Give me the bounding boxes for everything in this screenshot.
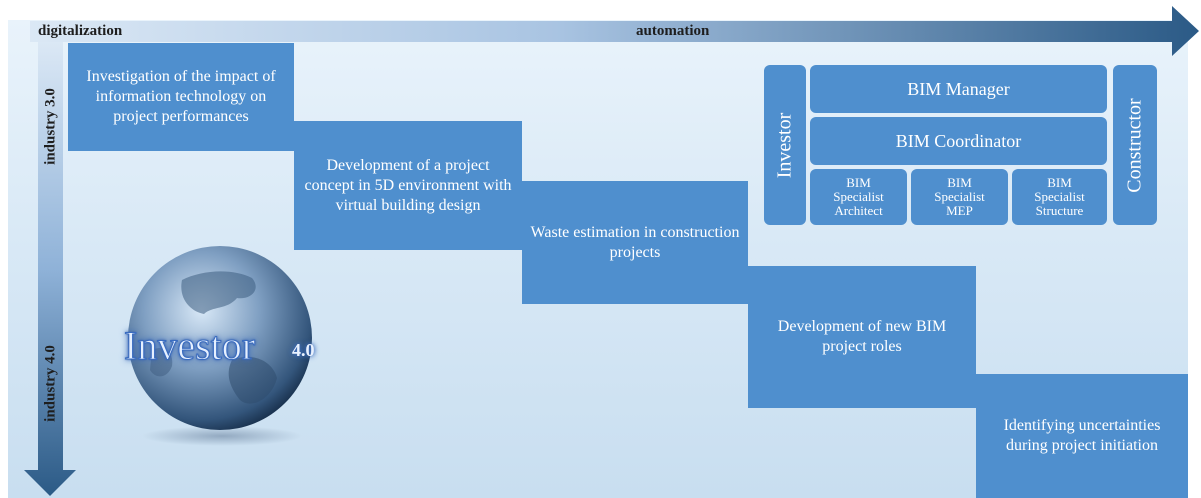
specialist-architect-line3: Architect xyxy=(834,203,883,218)
investor-box: Investor xyxy=(764,65,806,225)
investor-label: Investor xyxy=(773,112,796,178)
specialist-structure-line2: Specialist xyxy=(1034,189,1085,204)
specialist-structure-line1: BIM xyxy=(1047,175,1072,190)
bim-manager-label: BIM Manager xyxy=(907,78,1010,99)
vertical-arrow xyxy=(24,42,76,496)
step-bim-roles: Development of new BIM project roles xyxy=(748,266,976,408)
step-5d-concept: Development of a project concept in 5D e… xyxy=(294,121,522,250)
step-5d-concept-label: Development of a project concept in 5D e… xyxy=(304,156,512,214)
step-waste-estimation-label: Waste estimation in construction project… xyxy=(530,223,740,261)
bim-manager-box: BIM Manager xyxy=(810,65,1107,113)
specialist-mep-line2: Specialist xyxy=(934,189,985,204)
globe-continent-c xyxy=(150,347,173,377)
step-uncertainties-label: Identifying uncertainties during project… xyxy=(1003,417,1161,454)
specialist-architect-line1: BIM xyxy=(846,175,871,190)
bim-specialist-architect-box: BIM Specialist Architect xyxy=(810,169,907,225)
bim-specialist-mep-box: BIM Specialist MEP xyxy=(911,169,1008,225)
specialist-structure-line3: Structure xyxy=(1035,203,1084,218)
axis-label-industry-4: industry 4.0 xyxy=(42,345,59,422)
specialist-architect-line2: Specialist xyxy=(833,189,884,204)
bim-specialist-structure-box: BIM Specialist Structure xyxy=(1012,169,1107,225)
axis-label-industry-3: industry 3.0 xyxy=(42,88,59,165)
logo-version: 4.0 xyxy=(292,340,315,360)
bim-coordinator-label: BIM Coordinator xyxy=(895,130,1022,151)
bim-coordinator-box: BIM Coordinator xyxy=(810,117,1107,165)
globe-logo xyxy=(128,246,312,446)
step-investigation-label: Investigation of the impact of informati… xyxy=(86,68,276,125)
constructor-box: Constructor xyxy=(1113,65,1157,225)
globe-continent-b xyxy=(228,356,277,404)
step-waste-estimation: Waste estimation in construction project… xyxy=(522,181,748,304)
specialist-mep-line3: MEP xyxy=(946,203,973,218)
axis-label-digitalization: digitalization xyxy=(38,23,123,39)
step-bim-roles-label: Development of new BIM project roles xyxy=(777,318,947,355)
globe-continent-a xyxy=(181,271,256,314)
step-investigation: Investigation of the impact of informati… xyxy=(68,43,294,151)
step-uncertainties: Identifying uncertainties during project… xyxy=(976,374,1188,498)
horizontal-arrow xyxy=(30,6,1199,56)
globe-shadow xyxy=(142,426,302,446)
specialist-mep-line1: BIM xyxy=(947,175,972,190)
axis-label-automation: automation xyxy=(636,23,710,39)
constructor-label: Constructor xyxy=(1123,97,1146,193)
logo-word: Investor xyxy=(123,323,256,369)
